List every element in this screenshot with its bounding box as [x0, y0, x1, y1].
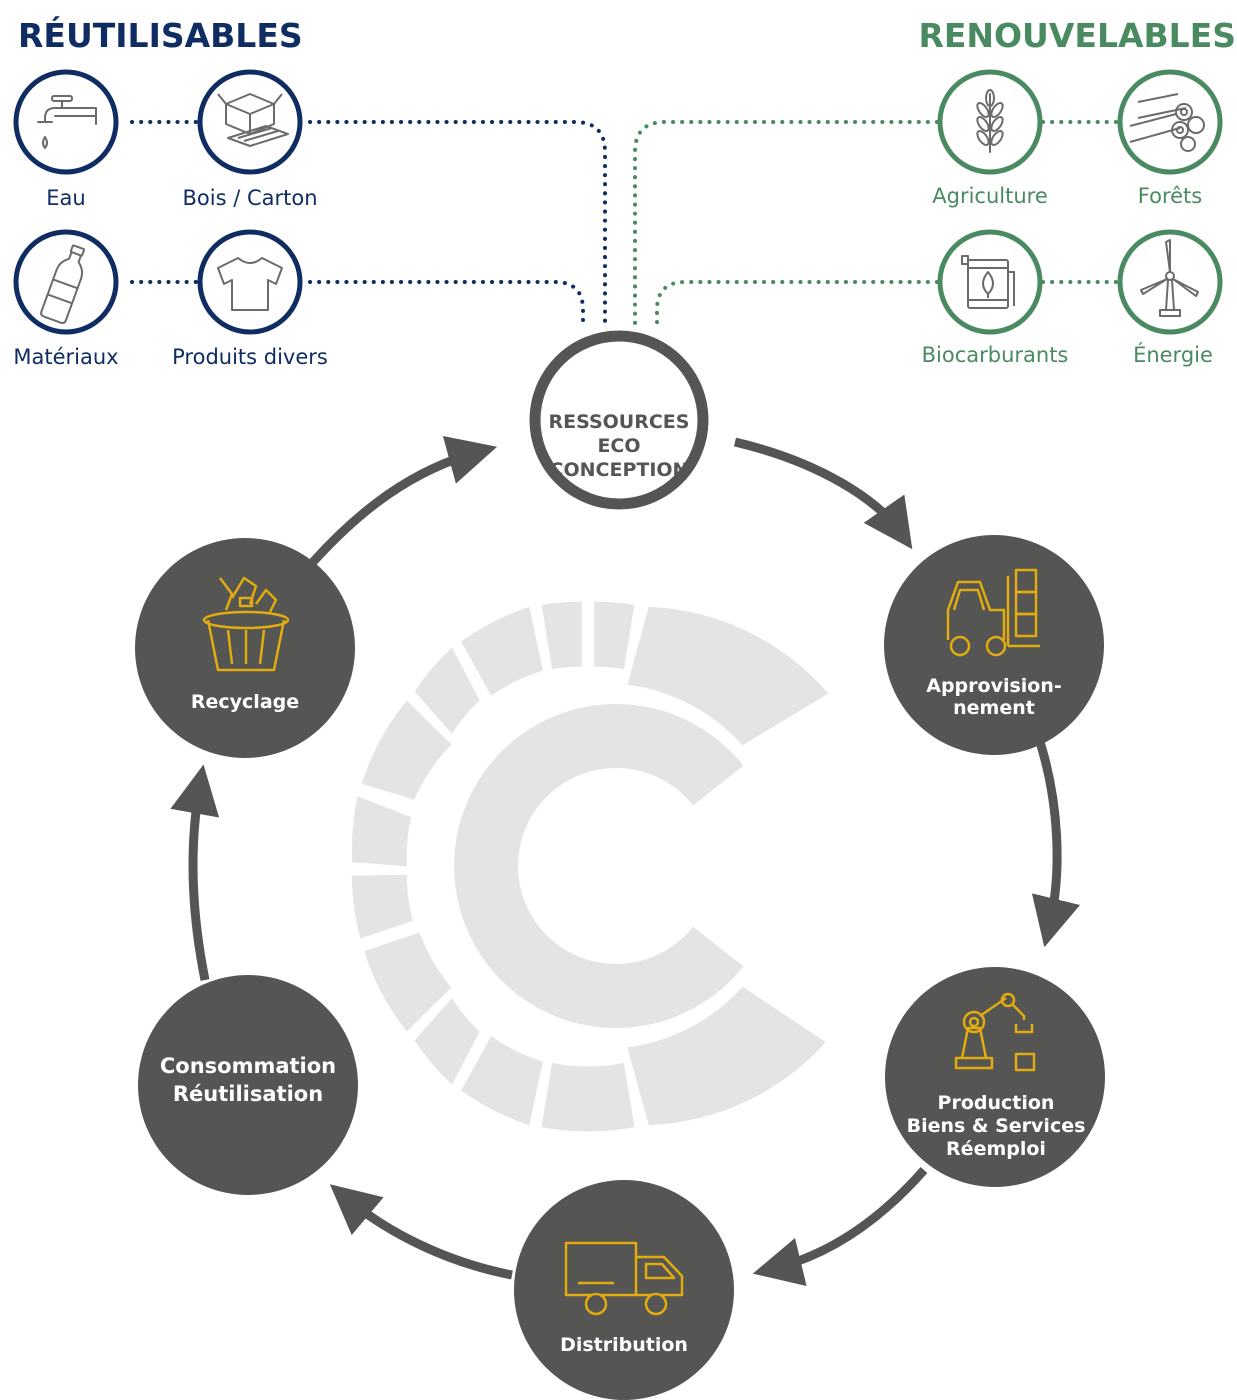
- renewable-connectors: [633, 120, 1119, 328]
- arrow-supply-to-production: [1031, 740, 1081, 948]
- stage-label-distribution: Distribution: [560, 1334, 688, 1356]
- resource-wood-cardboard: Bois / Carton: [182, 69, 318, 210]
- resource-water: Eau: [13, 69, 119, 210]
- center-node: RESSOURCES ECO CONCEPTION: [529, 330, 709, 510]
- cycle-arrows: [170, 435, 1081, 1287]
- arrow-production-to-distribution: [752, 1167, 928, 1287]
- stage-consumption: Consommation Réutilisation: [138, 975, 358, 1195]
- wood-cardboard-icon: [217, 93, 289, 147]
- center-label-line2: ECO: [597, 435, 640, 457]
- resource-label-wood-cardboard: Bois / Carton: [182, 186, 317, 210]
- reusable-connectors: [130, 120, 607, 328]
- stage-production: Production Biens & Services Réemploi: [885, 967, 1105, 1187]
- stage-label-supply-line2: nement: [953, 697, 1035, 719]
- water-tap-icon: [37, 95, 97, 149]
- wheat-icon: [976, 89, 1004, 153]
- forklift-icon: [946, 568, 1040, 657]
- truck-icon: [564, 1241, 684, 1316]
- arrow-distribution-to-consumption: [329, 1184, 513, 1280]
- stage-label-supply-line1: Approvision-: [926, 675, 1062, 697]
- resource-energy: Énergie: [1117, 229, 1223, 367]
- arrow-consumption-to-recycling: [170, 764, 220, 981]
- resource-label-various-products: Produits divers: [172, 345, 328, 369]
- stage-label-production-line2: Biens & Services: [907, 1115, 1086, 1137]
- reusable-heading: RÉUTILISABLES: [18, 15, 303, 55]
- stage-label-consumption-line1: Consommation: [160, 1054, 336, 1078]
- stage-label-production-line3: Réemploi: [946, 1138, 1046, 1160]
- stage-label-production-line1: Production: [938, 1092, 1055, 1114]
- logo-ring-segments: [351, 601, 829, 1132]
- tshirt-icon: [217, 257, 283, 311]
- stage-supply: Approvision- nement: [884, 535, 1104, 755]
- stage-distribution: Distribution: [514, 1180, 734, 1400]
- center-label-line3: CONCEPTION: [550, 459, 689, 481]
- center-label-line1: RESSOURCES: [549, 411, 690, 433]
- stage-label-consumption-line2: Réutilisation: [173, 1082, 323, 1106]
- resource-label-energy: Énergie: [1133, 342, 1213, 367]
- recycling-bin-icon: [202, 576, 290, 672]
- resource-label-forests: Forêts: [1138, 184, 1202, 208]
- stage-label-recycling: Recyclage: [191, 691, 299, 713]
- logs-icon: [1129, 93, 1205, 152]
- resource-label-agriculture: Agriculture: [932, 184, 1048, 208]
- resource-label-materials: Matériaux: [13, 345, 118, 369]
- robot-arm-icon: [954, 992, 1036, 1072]
- arrow-recycling-to-center: [309, 435, 498, 566]
- arrow-center-to-supply: [733, 437, 913, 550]
- background-logo: [351, 601, 829, 1132]
- biofuel-icon: [961, 255, 1015, 309]
- resource-label-water: Eau: [46, 186, 85, 210]
- renewable-heading: RENOUVELABLES: [918, 16, 1236, 55]
- resource-agriculture: Agriculture: [932, 69, 1048, 208]
- logo-letter-c: [454, 704, 744, 1028]
- wind-turbine-icon: [1140, 239, 1199, 317]
- resource-label-biofuels: Biocarburants: [922, 343, 1069, 367]
- resource-materials: Matériaux: [13, 229, 119, 369]
- bottle-icon: [40, 244, 86, 325]
- resource-biofuels: Biocarburants: [922, 229, 1069, 367]
- resource-forests: Forêts: [1117, 69, 1223, 208]
- resource-various-products: Produits divers: [172, 229, 328, 369]
- stage-recycling: Recyclage: [135, 538, 355, 758]
